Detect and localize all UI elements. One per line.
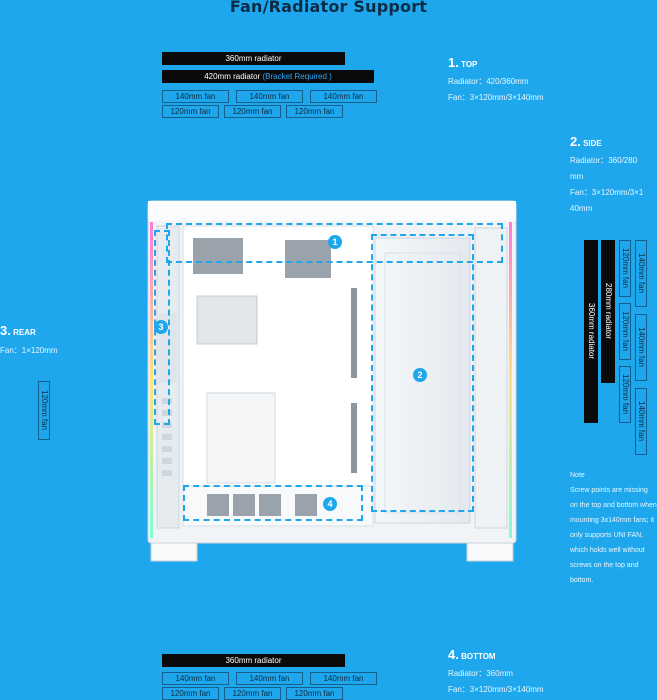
note-heading: Note [570,472,585,479]
cpu-cutout [285,240,331,278]
side-radiator-280-bar: 280mm radiator [601,240,615,383]
side-radiator-spec: Radiator：360/280 [570,156,638,165]
top-mount-zone [166,223,503,263]
badge-bottom: 4 [323,497,337,511]
cable-slot-2 [351,403,357,473]
bottom-vent-2 [233,494,255,516]
bottom-vent-3 [259,494,281,516]
top-fan-120-2: 120mm fan [224,105,281,118]
bottom-fan-120-2: 120mm fan [224,687,281,700]
rear-fan-120: 120mm fan [38,381,50,440]
pci-slots [162,398,172,476]
side-fan-140-1: 140mm fan [635,240,647,307]
side-fan-140-3: 140mm fan [635,388,647,455]
bottom-vent-4 [295,494,317,516]
side-mount-inner [384,252,461,514]
section-bottom-info: Radiator：360mm Fan：3×120mm/3×140mm [448,666,544,698]
bottom-fan-140-3: 140mm fan [310,672,377,685]
bottom-fan-120-3: 120mm fan [286,687,343,700]
top-fan-spec: Fan：3×120mm/3×140mm [448,93,544,102]
bottom-fan-140-1: 140mm fan [162,672,229,685]
side-fan-140-2: 140mm fan [635,314,647,381]
io-block [193,238,243,274]
pc-case-illustration [147,200,517,562]
side-radiator-spec-cont: mm [570,172,584,181]
top-fan-140-3: 140mm fan [310,90,377,103]
bracket-note: (Bracket Required ) [262,72,332,81]
case-foot-right [466,542,514,562]
rgb-strip-left [150,222,153,538]
bottom-radiator-spec: Radiator：360mm [448,669,513,678]
top-fan-140-2: 140mm fan [236,90,303,103]
top-fan-120-3: 120mm fan [286,105,343,118]
rgb-strip-right [509,222,512,538]
section-side-heading: 2. SIDE [570,134,602,149]
section-top-info: Radiator：420/360mm Fan：3×120mm/3×140mm [448,74,544,106]
front-glass-panel [474,227,508,529]
top-fan-140-1: 140mm fan [162,90,229,103]
section-bottom-heading: 4. BOTTOM [448,647,496,662]
top-radiator-spec: Radiator：420/360mm [448,77,529,86]
side-fan-spec-cont: 40mm [570,204,593,213]
section-rear-heading: 3. REAR [0,323,36,338]
side-fan-120-2: 120mm fan [619,303,631,360]
section-side-info: Radiator：360/280 mm Fan：3×120mm/3×1 40mm [570,153,657,217]
section-top-heading: 1. TOP [448,55,478,70]
case-foot-left [150,542,198,562]
bottom-radiator-360-bar: 360mm radiator [162,654,345,667]
note-body: Screw points are missing on the top and … [570,487,657,584]
bottom-fan-120-1: 120mm fan [162,687,219,700]
top-radiator-420-bar: 420mm radiator (Bracket Required ) [162,70,374,83]
bottom-vent-1 [207,494,229,516]
side-mount-zone [371,234,474,512]
side-fan-120-1: 120mm fan [619,240,631,297]
side-radiator-360-bar: 360mm radiator [584,240,598,423]
badge-rear: 3 [154,320,168,334]
bottom-fan-spec: Fan：3×120mm/3×140mm [448,685,544,694]
side-fan-spec: Fan：3×120mm/3×1 [570,188,644,197]
section-rear-info: Fan：1×120mm [0,343,58,359]
vent-grid [196,295,258,345]
bottom-fan-140-2: 140mm fan [236,672,303,685]
side-fan-120-3: 120mm fan [619,366,631,423]
cable-slot-1 [351,288,357,378]
bottom-mount-zone [183,485,363,521]
badge-top: 1 [328,235,342,249]
note-block: Note Screw points are missing on the top… [570,468,657,588]
drive-bay [206,392,276,484]
top-fan-120-1: 120mm fan [162,105,219,118]
badge-side: 2 [413,368,427,382]
rear-fan-spec: Fan：1×120mm [0,346,58,355]
page-title: Fan/Radiator Support [229,0,428,16]
case-top-rail [148,201,516,221]
top-radiator-420-label: 420mm radiator [204,72,261,81]
top-radiator-360-bar: 360mm radiator [162,52,345,65]
